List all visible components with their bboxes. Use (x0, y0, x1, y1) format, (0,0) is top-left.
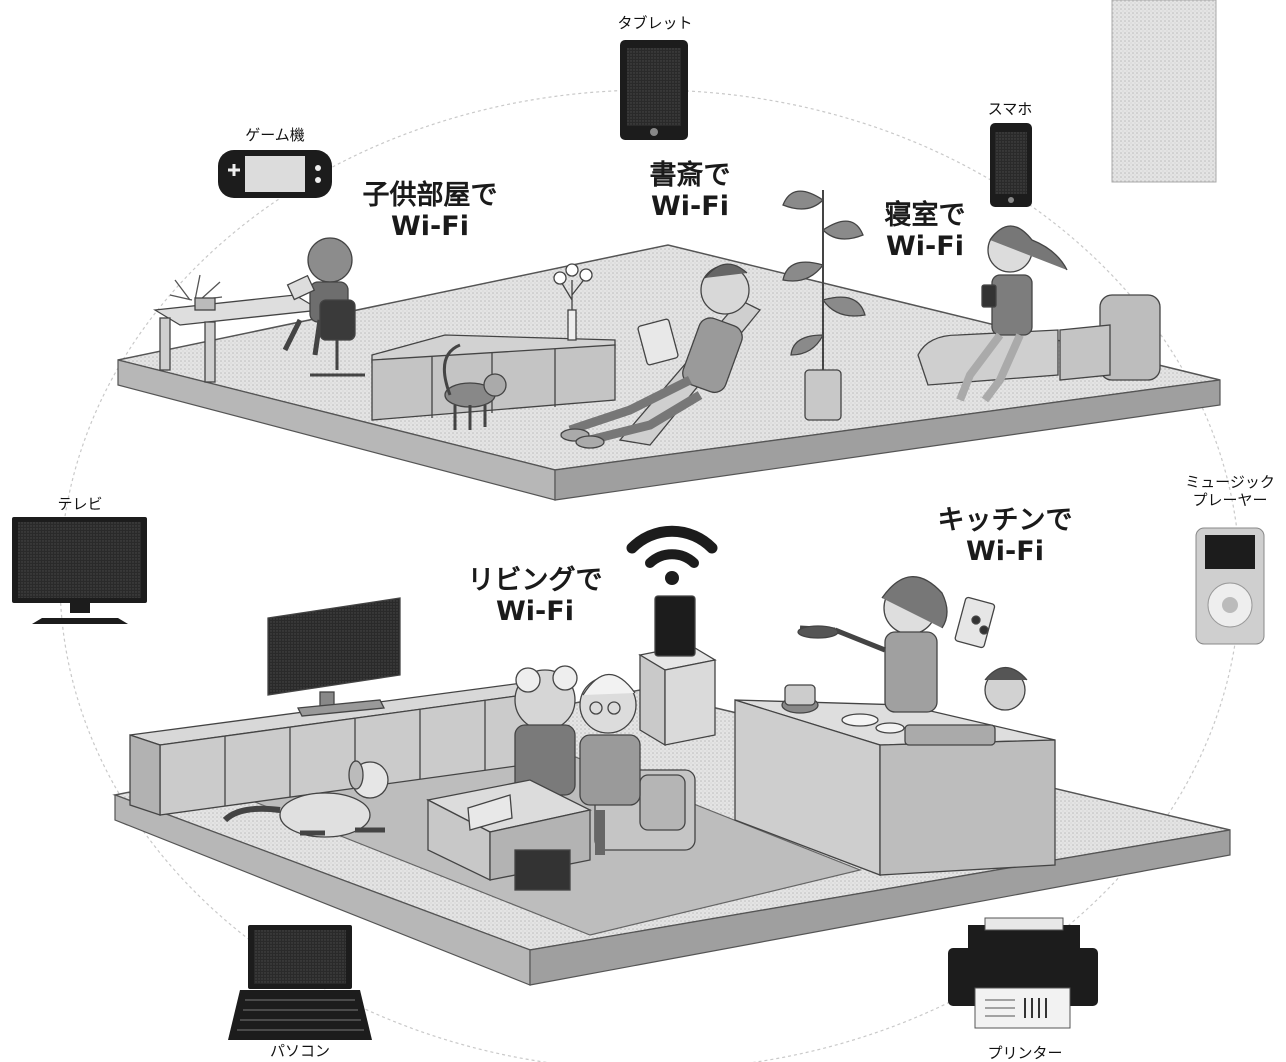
kitchen-label-line1: キッチンで (937, 505, 1073, 536)
kitchen-child (954, 596, 1028, 711)
gray-panel (1111, 0, 1217, 183)
music-player-label-line1: ミュージック (1185, 473, 1275, 491)
dog (222, 760, 389, 838)
music-player-label: ミュージック プレーヤー (1174, 473, 1286, 509)
living-tv (267, 597, 401, 717)
bedroom-woman (956, 225, 1068, 403)
smartphone-icon (990, 123, 1032, 207)
tablet-label: タブレット (617, 14, 693, 32)
cat (442, 343, 507, 430)
living-label-line2: Wi-Fi (496, 596, 574, 627)
printer-label: プリンター (987, 1044, 1063, 1062)
kitchen-counter (734, 684, 1056, 876)
study-label-line1: 書斎で (649, 160, 731, 191)
wifi-signal-icon (626, 525, 718, 585)
kid-figure (282, 237, 365, 377)
elderly-couple (514, 665, 641, 855)
living-label: リビングで Wi-Fi (450, 565, 620, 627)
kids-room-label: 子供部屋で Wi-Fi (340, 180, 520, 242)
bedroom-label-line1: 寝室で (884, 200, 966, 231)
tv-label: テレビ (57, 495, 103, 513)
kitchen-label-line2: Wi-Fi (966, 536, 1044, 567)
kitchen-mother (797, 576, 948, 713)
printer-icon (948, 917, 1098, 1029)
kids-desk (153, 274, 322, 383)
tablet-icon (620, 40, 688, 140)
router-stand (638, 595, 717, 747)
music-player-label-line2: プレーヤー (1192, 491, 1268, 509)
game-console-icon (218, 150, 332, 198)
bedroom-label-line2: Wi-Fi (886, 231, 964, 262)
kids-room-label-line2: Wi-Fi (391, 211, 469, 242)
study-label: 書斎で Wi-Fi (620, 160, 760, 222)
bedroom-label: 寝室で Wi-Fi (870, 200, 980, 262)
pc-label: パソコン (269, 1042, 330, 1060)
bedroom-sofa (917, 294, 1161, 386)
reading-man (560, 263, 762, 449)
game-console-label: ゲーム機 (245, 126, 305, 144)
music-player-icon (1195, 527, 1265, 645)
tall-plant (782, 190, 866, 421)
tv-icon (12, 517, 147, 624)
smartphone-label: スマホ (987, 100, 1033, 118)
laptop-icon (228, 925, 372, 1040)
coffee-table (426, 779, 592, 891)
living-label-line1: リビングで (467, 565, 603, 596)
study-label-line2: Wi-Fi (651, 191, 729, 222)
kids-room-label-line1: 子供部屋で (362, 180, 498, 211)
kitchen-label: キッチンで Wi-Fi (925, 505, 1085, 567)
